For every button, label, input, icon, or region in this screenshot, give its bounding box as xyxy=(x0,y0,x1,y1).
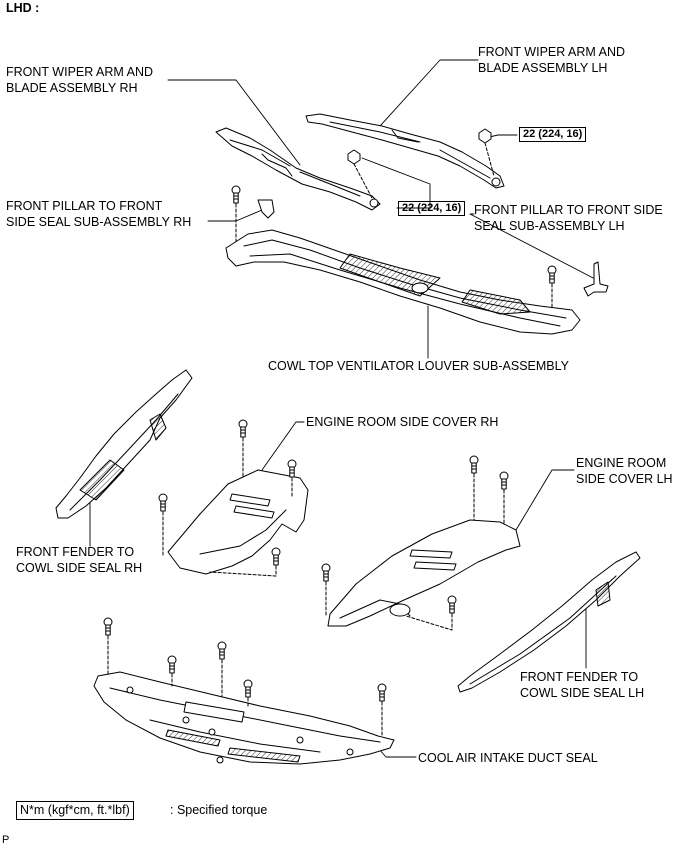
label-engine-rh: ENGINE ROOM SIDE COVER RH xyxy=(306,415,499,429)
clip-louver-rh xyxy=(231,185,241,204)
label-engine-lh: ENGINE ROOM SIDE COVER LH xyxy=(576,456,673,486)
nut-left xyxy=(478,128,495,177)
clip-duct-4 xyxy=(243,679,253,698)
clip-engine-lh-2 xyxy=(499,471,509,490)
cowl-louver xyxy=(225,229,581,335)
mode-label: LHD : xyxy=(6,1,40,15)
label-pillar-lh: FRONT PILLAR TO FRONT SIDE SEAL SUB-ASSE… xyxy=(474,203,663,233)
fender-seal-rh xyxy=(55,369,193,519)
label-duct: COOL AIR INTAKE DUCT SEAL xyxy=(418,751,598,765)
pillar-seal-lh xyxy=(583,261,609,297)
fender-seal-lh xyxy=(457,551,641,693)
legend-text: : Specified torque xyxy=(170,803,268,817)
engine-cover-rh xyxy=(167,469,309,575)
engine-cover-lh xyxy=(327,519,521,627)
clip-engine-rh-2 xyxy=(287,459,297,478)
label-wiper-lh: FRONT WIPER ARM AND BLADE ASSEMBLY LH xyxy=(478,45,626,75)
clip-engine-lh-3 xyxy=(321,563,331,582)
label-fender-lh: FRONT FENDER TO COWL SIDE SEAL LH xyxy=(520,670,645,700)
clip-engine-lh-1 xyxy=(469,455,479,474)
legend-unit-box: N*m (kgf*cm, ft.*lbf) xyxy=(16,801,134,820)
label-wiper-rh: FRONT WIPER ARM AND BLADE ASSEMBLY RH xyxy=(6,65,154,95)
clip-engine-lh-4 xyxy=(447,595,457,614)
duct-seal xyxy=(93,671,395,765)
clip-louver-lh xyxy=(547,265,557,284)
clip-duct-2 xyxy=(167,655,177,674)
nut-right xyxy=(347,149,373,199)
clip-engine-rh-4 xyxy=(271,547,281,566)
clip-duct-5 xyxy=(377,683,387,702)
clip-duct-3 xyxy=(217,641,227,660)
wiper-arm-rh xyxy=(215,127,381,211)
label-louver: COWL TOP VENTILATOR LOUVER SUB-ASSEMBLY xyxy=(268,359,570,373)
label-fender-rh: FRONT FENDER TO COWL SIDE SEAL RH xyxy=(16,545,143,575)
wiper-arm-lh xyxy=(305,113,505,189)
torque-left-nut: 22 (224, 16) xyxy=(519,127,587,142)
torque-right-nut: 22 (224, 16) xyxy=(398,201,466,216)
clip-engine-rh-3 xyxy=(158,493,168,512)
label-pillar-rh: FRONT PILLAR TO FRONT SIDE SEAL SUB-ASSE… xyxy=(6,199,192,229)
clip-engine-rh-1 xyxy=(238,419,248,438)
clip-duct-1 xyxy=(103,617,113,636)
pillar-seal-rh xyxy=(257,199,275,219)
footer-code: P xyxy=(2,834,10,846)
